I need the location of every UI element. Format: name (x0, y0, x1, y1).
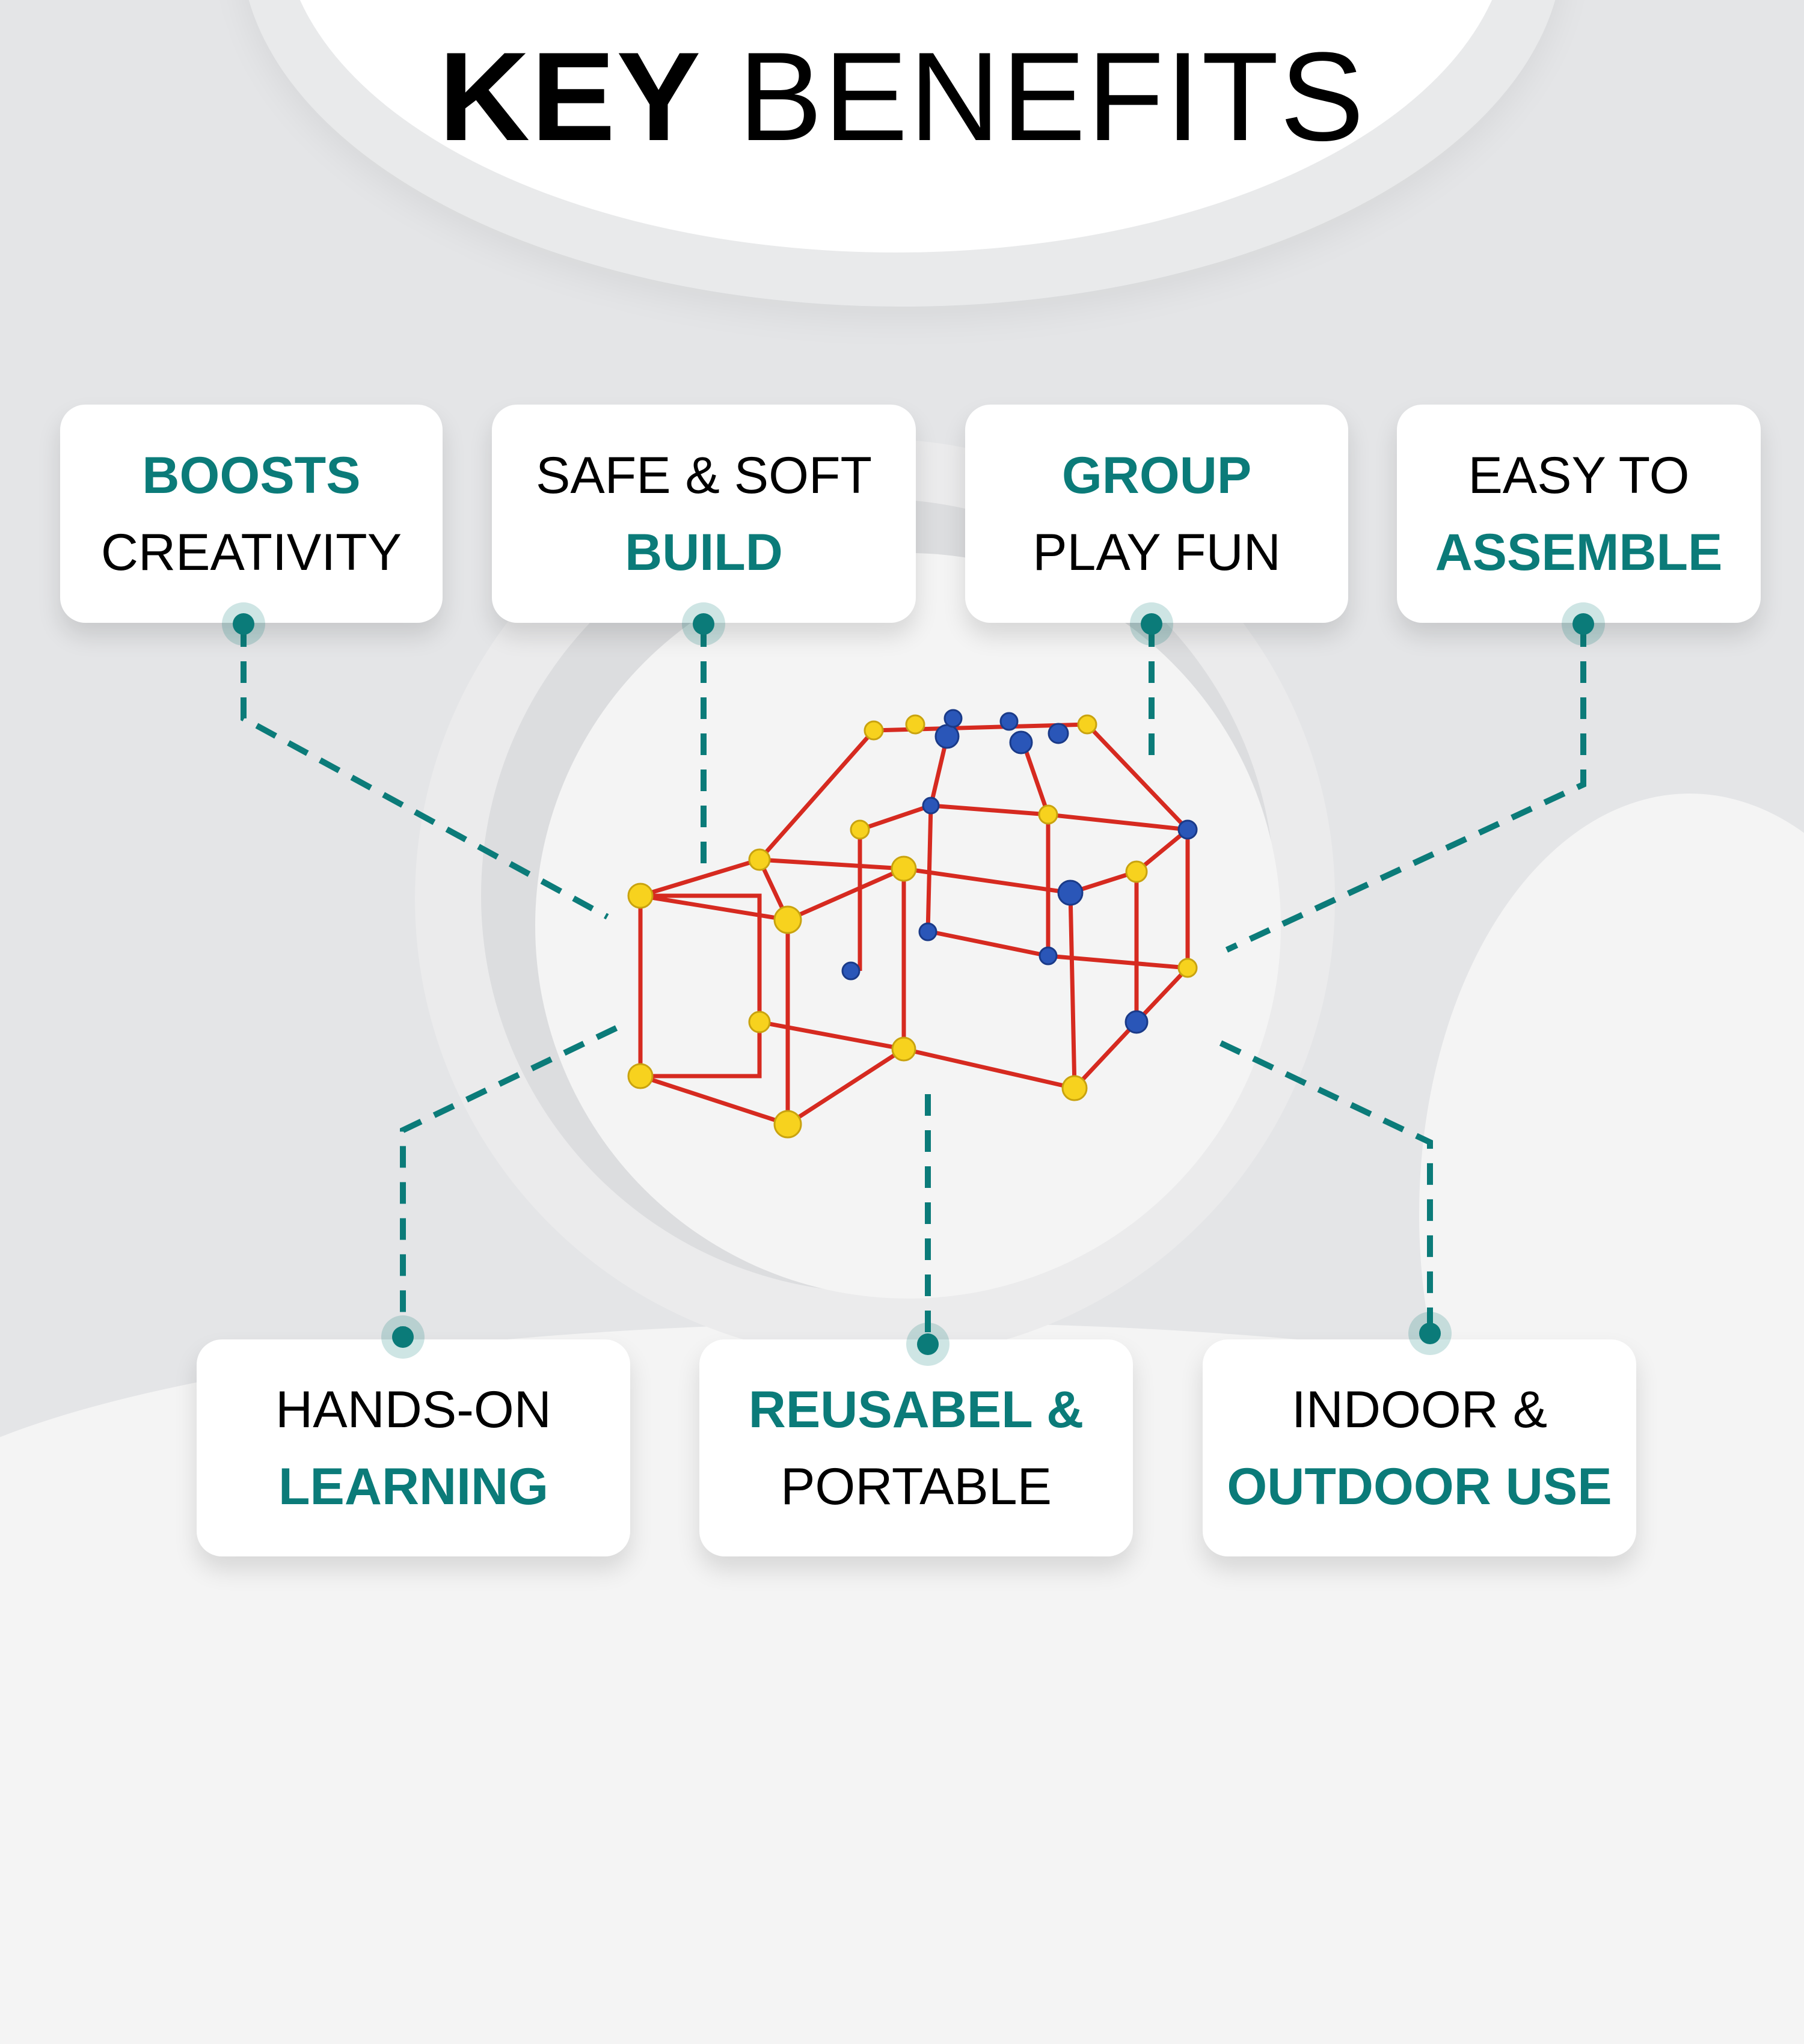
connector-dot-icon (222, 602, 265, 646)
benefit-highlight: BOOSTS (142, 446, 361, 504)
connector-easy (1225, 625, 1586, 953)
benefit-highlight: LEARNING (278, 1457, 549, 1516)
fort-building-kit-icon (627, 709, 1198, 1139)
benefit-highlight: BUILD (625, 523, 783, 581)
connector-dot-icon (682, 602, 725, 646)
title-strong: KEY (438, 26, 702, 167)
connector-dot-icon (381, 1315, 425, 1359)
benefit-card-hands-on-learning: HANDS-ON LEARNING (197, 1339, 630, 1556)
connector-dot-icon (1130, 602, 1173, 646)
background-ring-inner (535, 553, 1281, 1299)
connector-dot-icon (1408, 1312, 1452, 1355)
connector-boosts (241, 625, 609, 920)
benefit-card-boosts-creativity: BOOSTS CREATIVITY (60, 405, 443, 623)
benefit-highlight: GROUP (1061, 446, 1252, 504)
benefit-text: INDOOR & (1291, 1380, 1548, 1439)
benefit-card-safe-soft-build: SAFE & SOFT BUILD (492, 405, 916, 623)
connector-dot-icon (906, 1323, 950, 1366)
benefit-highlight: REUSABEL & (748, 1380, 1084, 1439)
benefit-highlight: OUTDOOR USE (1227, 1457, 1612, 1516)
benefit-text: EASY TO (1468, 446, 1690, 504)
benefit-card-easy-to-assemble: EASY TO ASSEMBLE (1397, 405, 1761, 623)
benefit-text: CREATIVITY (100, 523, 402, 581)
benefit-text: PORTABLE (781, 1457, 1052, 1516)
page-title: KEY BENEFITS (0, 24, 1804, 170)
connector-indoor (1219, 1040, 1433, 1335)
benefit-card-group-play-fun: GROUP PLAY FUN (965, 405, 1348, 623)
connector-hands-on (400, 1025, 618, 1338)
benefit-card-reusable-portable: REUSABEL & PORTABLE (699, 1339, 1133, 1556)
benefit-highlight: ASSEMBLE (1435, 523, 1723, 581)
benefit-text: HANDS-ON (275, 1380, 551, 1439)
connector-lines (241, 625, 1586, 1344)
benefit-text: SAFE & SOFT (535, 446, 873, 504)
connector-dot-icon (1562, 602, 1605, 646)
benefit-card-indoor-outdoor-use: INDOOR & OUTDOOR USE (1203, 1339, 1636, 1556)
benefit-text: PLAY FUN (1032, 523, 1281, 581)
title-rest: BENEFITS (738, 26, 1366, 167)
